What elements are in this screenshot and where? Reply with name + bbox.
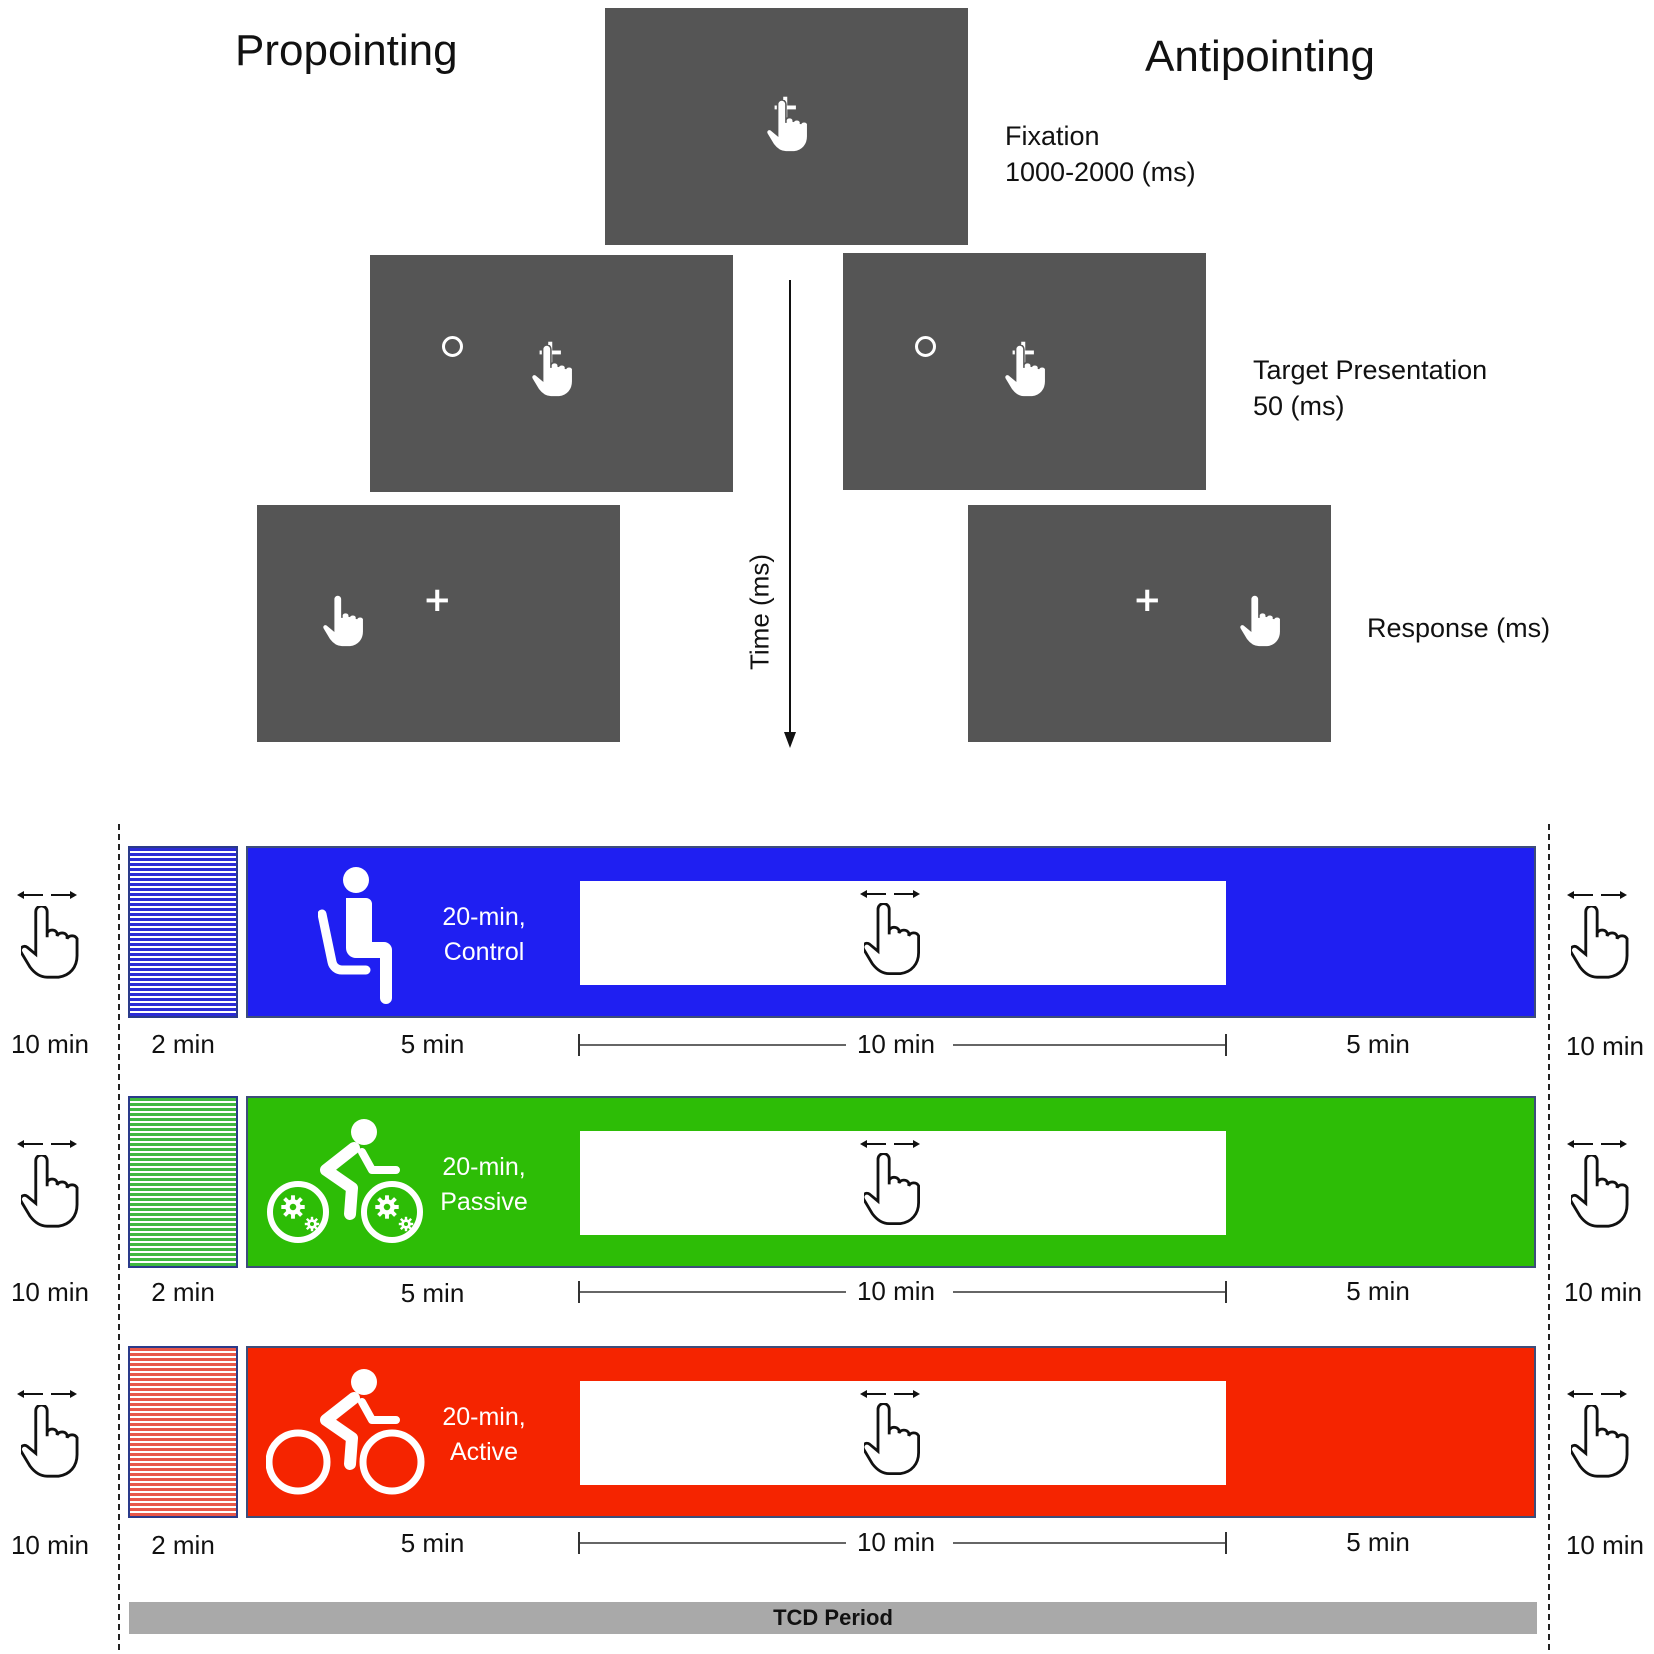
duration-task-window: 10 min <box>856 1527 936 1557</box>
stage-fixation-name: Fixation <box>1005 121 1100 151</box>
pre-block <box>128 1096 238 1268</box>
task-window-span <box>578 1034 1227 1056</box>
propointing-target-screen: + <box>370 255 733 492</box>
condition-label-line1: 20-min, <box>442 1153 526 1181</box>
duration-cooldown: 5 min <box>1346 1527 1410 1557</box>
duration-task-window: 10 min <box>856 1276 936 1306</box>
outer-task-icon <box>1567 1389 1629 1478</box>
pointing-hand-icon <box>1005 345 1047 399</box>
condition-band: 20-min, Control <box>246 846 1536 1018</box>
time-axis-label: Time (ms) <box>744 553 775 671</box>
target-circle-icon <box>442 336 463 357</box>
task-window-span <box>578 1532 1227 1554</box>
duration-pre: 2 min <box>151 1277 215 1307</box>
duration-pre: 2 min <box>151 1530 215 1560</box>
pre-block <box>128 1346 238 1518</box>
stage-target: Target Presentation 50 (ms) <box>1253 352 1487 424</box>
condition-label-line1: 20-min, <box>442 903 526 931</box>
tcd-period-bar: TCD Period <box>129 1602 1537 1634</box>
stage-response: Response (ms) <box>1367 613 1551 643</box>
outer-task-icon <box>17 1139 79 1228</box>
pointing-hand-icon <box>323 595 365 649</box>
task-hand-icon <box>860 889 920 976</box>
stage-fixation: Fixation 1000-2000 (ms) <box>1005 118 1196 190</box>
condition-label: 20-min, Active <box>414 1400 554 1470</box>
task-window <box>580 881 1226 985</box>
antipointing-title: Antipointing <box>1145 32 1375 81</box>
condition-label-line2: Active <box>449 1438 519 1466</box>
duration-outer: 10 min <box>1565 1031 1645 1061</box>
right-dashed-boundary <box>1548 824 1550 1650</box>
antipointing-response-screen: + <box>968 505 1331 742</box>
task-hand-icon <box>860 1139 920 1226</box>
outer-task-icon <box>17 1389 79 1478</box>
duration-warmup: 5 min <box>400 1278 465 1308</box>
active-cycling-icon <box>266 1369 425 1495</box>
duration-task-window: 10 min <box>856 1029 936 1059</box>
outer-task-icon <box>17 890 79 979</box>
pointing-hand-icon <box>767 100 809 154</box>
duration-warmup: 5 min <box>400 1528 465 1558</box>
duration-outer: 10 min <box>10 1029 90 1059</box>
fixation-cross-icon: + <box>423 580 452 620</box>
outer-task-icon <box>1567 1139 1629 1228</box>
fixation-cross-icon: + <box>1133 580 1162 620</box>
fixation-screen: + <box>605 8 968 245</box>
target-circle-icon <box>915 336 936 357</box>
left-dashed-boundary <box>118 824 120 1650</box>
outer-task-icon <box>1567 890 1629 979</box>
stage-target-name: Target Presentation <box>1253 355 1488 385</box>
duration-outer: 10 min <box>10 1530 90 1560</box>
task-window-span <box>578 1281 1227 1303</box>
duration-outer: 10 min <box>1565 1530 1645 1560</box>
condition-label-line2: Passive <box>440 1188 528 1216</box>
duration-warmup: 5 min <box>400 1029 465 1059</box>
task-window <box>580 1381 1226 1485</box>
duration-outer: 10 min <box>1563 1277 1643 1307</box>
condition-band: 20-min, Passive <box>246 1096 1536 1268</box>
duration-outer: 10 min <box>10 1277 90 1307</box>
condition-label-line1: 20-min, <box>442 1403 526 1431</box>
pointing-hand-icon <box>1240 595 1282 649</box>
time-arrow <box>784 280 796 748</box>
passive-cycling-icon <box>267 1119 423 1243</box>
seated-person-icon <box>318 867 392 1004</box>
stage-fixation-duration: 1000-2000 (ms) <box>1005 157 1196 187</box>
antipointing-target-screen: + <box>843 253 1206 490</box>
duration-cooldown: 5 min <box>1346 1029 1410 1059</box>
duration-pre: 2 min <box>151 1029 215 1059</box>
pre-block <box>128 846 238 1018</box>
condition-band: 20-min, Active <box>246 1346 1536 1518</box>
pointing-hand-icon <box>532 345 574 399</box>
condition-label-line2: Control <box>443 938 525 966</box>
stage-target-duration: 50 (ms) <box>1253 391 1345 421</box>
condition-label: 20-min, Control <box>414 900 554 970</box>
task-hand-icon <box>860 1389 920 1476</box>
propointing-title: Propointing <box>235 26 458 75</box>
task-window <box>580 1131 1226 1235</box>
propointing-response-screen: + <box>257 505 620 742</box>
duration-cooldown: 5 min <box>1346 1276 1410 1306</box>
condition-label: 20-min, Passive <box>414 1150 554 1220</box>
